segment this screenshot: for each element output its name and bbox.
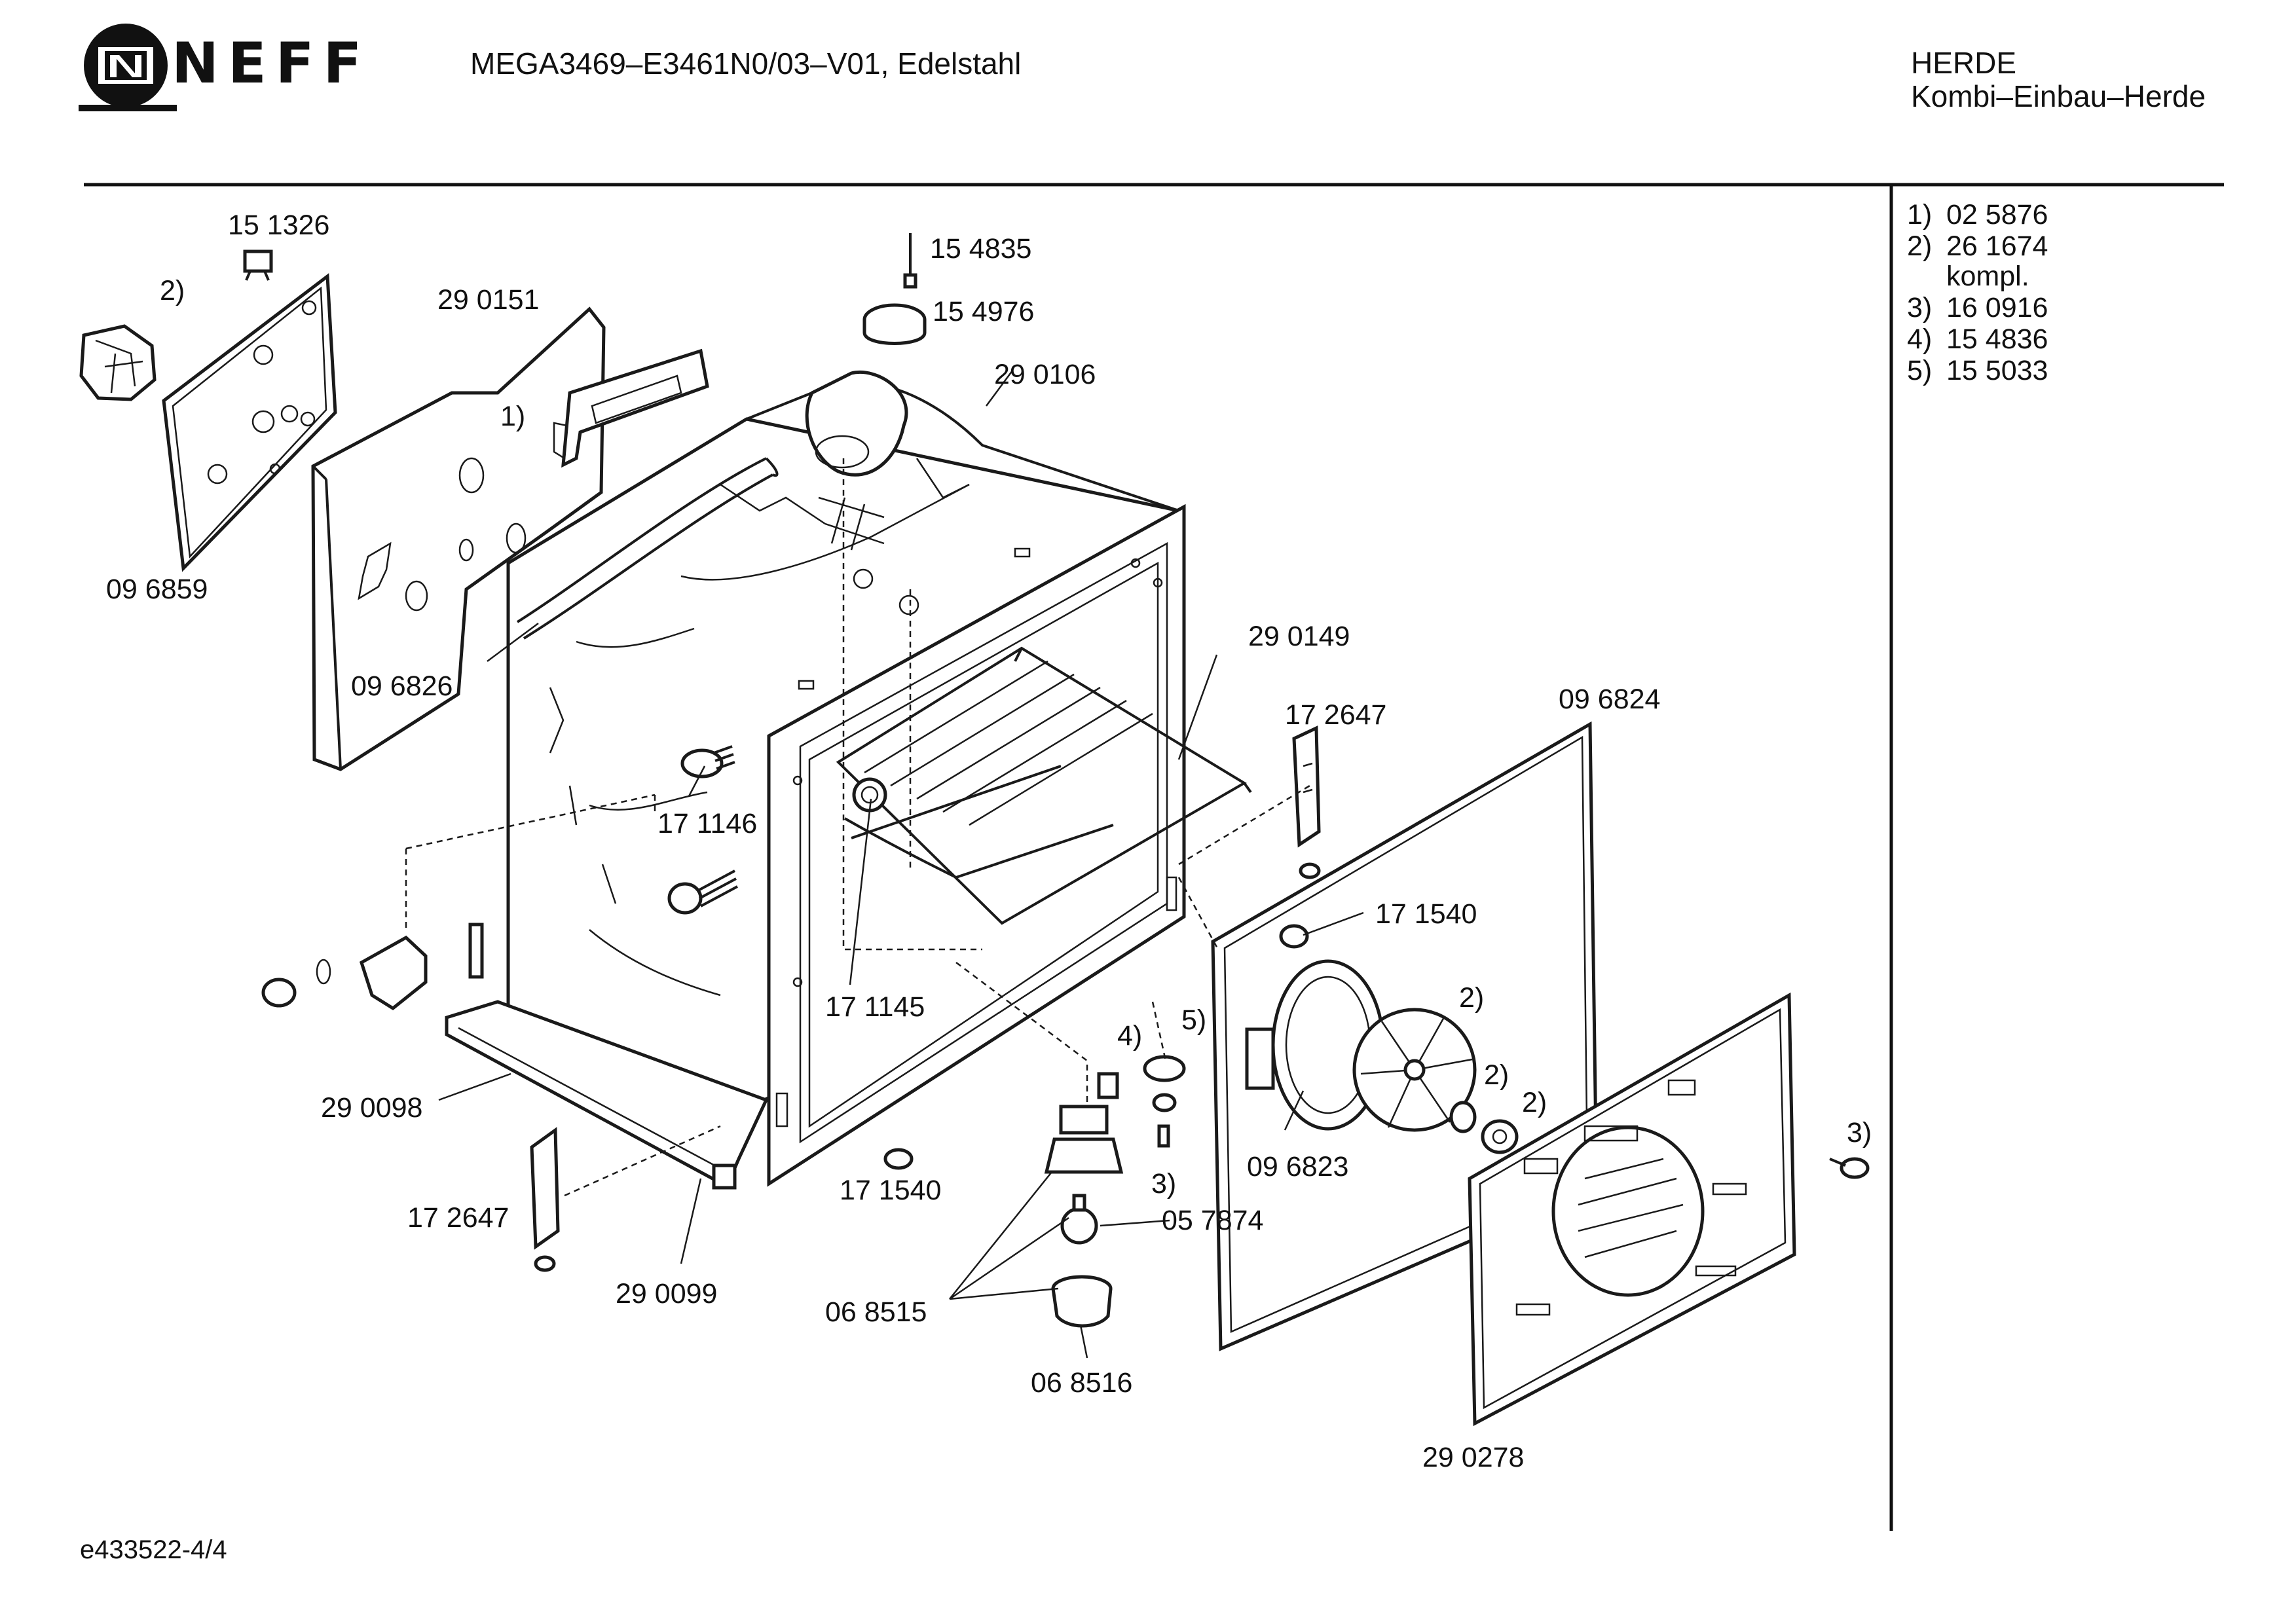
label-290098: 29 0098 [321,1092,422,1124]
footnote-markers: 2) 1) 4) 5) 3) 2) 2) 2) 3) [160,275,1872,1200]
hinge-bracket-bottom [530,1127,560,1272]
ring-part [862,303,927,345]
label-290278: 29 0278 [1422,1442,1524,1473]
label-172647-top: 17 2647 [1285,699,1386,731]
marker-2-wheel: 2) [1484,1059,1509,1091]
bottom-screw [883,1148,914,1170]
label-290106: 29 0106 [994,359,1096,390]
model-title: MEGA3469–E3461N0/03–V01, Edelstahl [470,46,1021,81]
fan-washer [1449,1101,1477,1133]
rear-washer [316,959,331,985]
legend-part-2: 26 1674 [1946,230,2048,262]
oven-shelf-rack [836,646,1252,925]
pin-part [903,233,917,289]
marker-5: 5) [1181,1004,1206,1036]
hinge-bracket-top [1292,725,1321,879]
label-171540-right: 17 1540 [1375,898,1477,930]
label-057874: 05 7874 [1162,1205,1263,1236]
rack-support [844,765,1114,879]
label-096823: 09 6823 [1247,1151,1348,1182]
label-154976: 15 4976 [933,296,1034,327]
marker-2-ring: 2) [1459,982,1484,1014]
neff-logo: NEFF [79,24,371,111]
marker-1: 1) [500,401,525,432]
marker-2-nut: 2) [1522,1087,1547,1118]
legend-key-5: 5) [1907,355,1932,386]
assembly-dash-lines [405,458,1310,1197]
frame-screw [1279,924,1309,949]
part-labels: 15 1326 29 0151 15 4835 15 4976 29 0106 … [106,210,1660,1473]
legend-key-3: 3) [1907,292,1932,323]
lamp-bulb [1060,1194,1098,1245]
side-screw-right [667,870,738,915]
rear-insulation-panel [311,306,606,771]
front-frame [767,504,1186,1187]
label-154835: 15 4835 [930,233,1031,265]
subcategory-title: Kombi–Einbau–Herde [1911,79,2206,113]
legend-key-4: 4) [1907,323,1932,355]
lamp-clip [1097,1072,1119,1099]
legend-part-1: 02 5876 [1946,199,2048,230]
label-151326: 15 1326 [228,210,329,241]
legend-note-2: kompl. [1946,261,2029,292]
heating-element-top [516,457,779,640]
legend-part-5: 15 5033 [1946,355,2048,386]
leader-lines [438,370,1364,1359]
fan-cover-plate [1468,992,1796,1427]
lamp-glass-cap [1051,1275,1113,1328]
lamp-housing [1044,1105,1124,1174]
label-171146: 17 1146 [657,808,757,839]
small-switch-part [243,249,273,281]
lamp-nut [1143,1055,1186,1148]
bottom-frame [445,1000,769,1190]
label-290149: 29 0149 [1248,621,1350,652]
cover-screw [1829,1157,1870,1179]
rear-nut [261,978,297,1008]
legend: 1) 02 5876 2) 26 1674 kompl. 3) 16 0916 … [1907,199,2048,386]
legend-part-4: 15 4836 [1946,323,2048,355]
marker-4: 4) [1117,1020,1142,1052]
label-172647-bottom: 17 2647 [407,1202,509,1234]
label-171145: 17 1145 [825,991,925,1023]
drawing-code: e433522-4/4 [80,1535,227,1564]
label-068515: 06 8515 [825,1296,927,1328]
fan-wheel [1352,1008,1477,1132]
hinge-block [359,935,428,1011]
motor-mount-part [79,324,157,401]
label-290099: 29 0099 [616,1278,717,1310]
terminal-block-bracket [553,348,709,468]
label-068516: 06 8516 [1031,1367,1132,1399]
marker-2-top-left: 2) [160,275,185,306]
rear-cover-plate [162,273,337,572]
marker-3-cover: 3) [1847,1117,1872,1148]
label-290151: 29 0151 [437,284,539,316]
label-096859: 09 6859 [106,574,208,605]
marker-3-lamp: 3) [1151,1168,1176,1200]
legend-key-1: 1) [1907,199,1932,230]
legend-part-3: 16 0916 [1946,292,2048,323]
label-171540-bottom: 17 1540 [840,1175,941,1206]
side-clip [468,923,484,979]
label-096826: 09 6826 [351,670,453,702]
brand-name: NEFF [172,31,371,96]
legend-key-2: 2) [1907,230,1932,262]
side-screw-left [680,745,735,779]
category-title: HERDE [1911,46,2016,80]
fan-nut [1481,1119,1519,1154]
label-096824: 09 6824 [1559,684,1660,715]
